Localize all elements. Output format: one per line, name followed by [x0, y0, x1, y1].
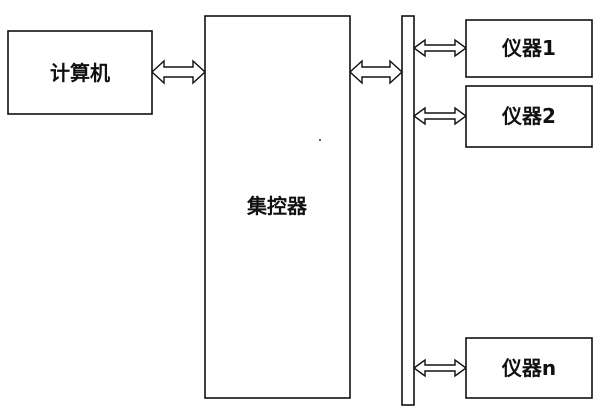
controller-box — [204, 15, 351, 399]
bidirectional-arrow-bus-instrument-2 — [412, 106, 468, 126]
instrument-n-label: 仪器n — [501, 356, 556, 380]
instrument-1-block: 仪器1 — [465, 19, 593, 78]
instrument-1-label: 仪器1 — [501, 36, 556, 60]
computer-label: 计算机 — [50, 61, 110, 85]
bidirectional-arrow-bus-instrument-n — [412, 358, 468, 378]
bus-bar — [401, 15, 415, 406]
bidirectional-arrow-bus-instrument-1 — [412, 38, 468, 58]
instrument-2-block: 仪器2 — [465, 85, 593, 148]
instrument-1-box — [465, 19, 593, 78]
instrument-n-block: 仪器n — [465, 337, 593, 399]
controller-block: 集控器 — [204, 15, 351, 399]
bidirectional-arrow-computer-controller — [150, 59, 207, 85]
instrument-2-label: 仪器2 — [501, 104, 556, 128]
bidirectional-arrow-controller-bus — [348, 59, 404, 85]
computer-block: 计算机 — [7, 30, 153, 115]
instrument-n-box — [465, 337, 593, 399]
instrument-2-box — [465, 85, 593, 148]
computer-box — [7, 30, 153, 115]
speck-mark — [319, 139, 321, 141]
controller-label: 集控器 — [246, 194, 308, 218]
